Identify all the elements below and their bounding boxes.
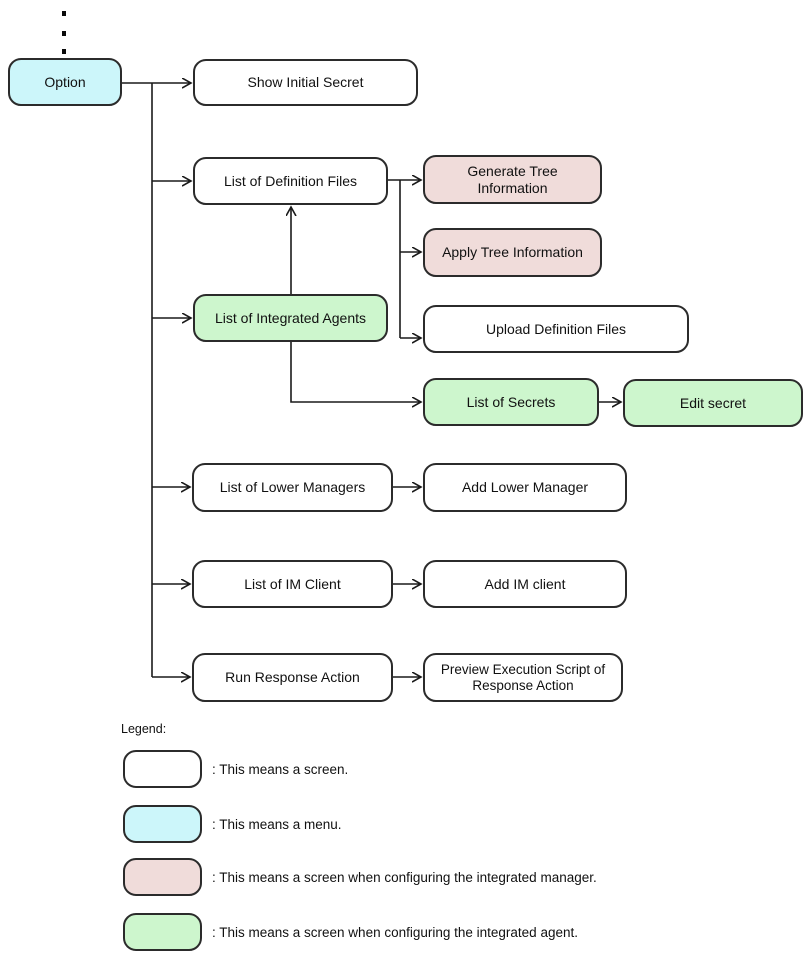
node-edit-secret: Edit secret	[623, 379, 803, 427]
legend-swatch-menu	[123, 805, 202, 843]
legend-swatch-integrated-agent	[123, 913, 202, 951]
legend-item-menu: : This means a menu.	[123, 805, 342, 843]
node-run-response-action: Run Response Action	[192, 653, 393, 702]
node-list-of-definition-files: List of Definition Files	[193, 157, 388, 205]
node-generate-tree-information: Generate Tree Information	[423, 155, 602, 204]
node-apply-tree-information: Apply Tree Information	[423, 228, 602, 277]
continuation-dot	[62, 49, 66, 54]
legend-swatch-screen	[123, 750, 202, 788]
node-show-initial-secret: Show Initial Secret	[193, 59, 418, 106]
node-list-of-secrets: List of Secrets	[423, 378, 599, 426]
legend-swatch-integrated-manager	[123, 858, 202, 896]
legend-label-integrated-agent: : This means a screen when configuring t…	[212, 924, 578, 940]
node-add-im-client: Add IM client	[423, 560, 627, 608]
legend-item-integrated-agent: : This means a screen when configuring t…	[123, 913, 578, 951]
node-list-of-integrated-agents: List of Integrated Agents	[193, 294, 388, 342]
continuation-dot	[62, 11, 66, 16]
node-preview-execution-script: Preview Execution Script of Response Act…	[423, 653, 623, 702]
legend-item-screen: : This means a screen.	[123, 750, 348, 788]
legend-label-screen: : This means a screen.	[212, 761, 349, 777]
node-option-menu: Option	[8, 58, 122, 106]
node-add-lower-manager: Add Lower Manager	[423, 463, 627, 512]
legend-item-integrated-manager: : This means a screen when configuring t…	[123, 858, 597, 896]
legend-title: Legend:	[121, 722, 167, 736]
node-list-of-lower-managers: List of Lower Managers	[192, 463, 393, 512]
node-list-of-im-client: List of IM Client	[192, 560, 393, 608]
node-upload-definition-files: Upload Definition Files	[423, 305, 689, 353]
legend-label-menu: : This means a menu.	[212, 816, 342, 832]
continuation-dot	[62, 31, 66, 36]
legend-label-integrated-manager: : This means a screen when configuring t…	[212, 869, 597, 885]
